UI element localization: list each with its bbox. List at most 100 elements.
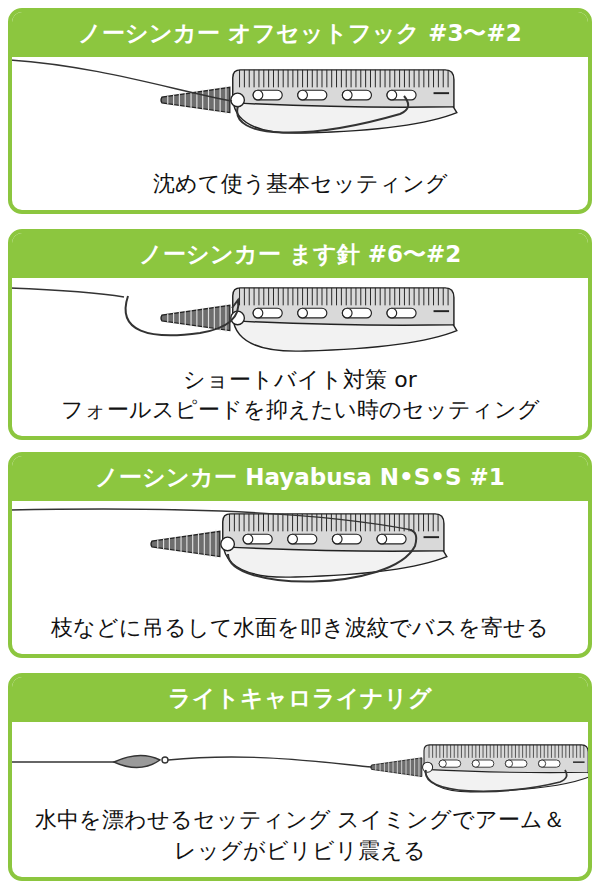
lure-rib [355,288,356,305]
lure-rib [249,288,250,305]
lure-body [233,70,454,107]
lure-rib [258,288,259,305]
lure-rib [326,288,327,305]
lure-rib [380,288,381,305]
tail-ring [215,530,216,558]
worm-lure [371,745,591,792]
lure-rib [409,70,410,87]
lure-rib [511,745,512,758]
lure-joint [472,760,479,767]
hook [426,770,567,791]
tail-ring [173,95,174,105]
lure-rib [351,288,352,305]
lure-rib [302,288,303,305]
lure-rib [292,514,293,531]
lure-rib [423,514,424,531]
tail-ring [167,96,168,104]
lure-slot [342,90,371,100]
lure-rib [508,745,509,758]
tail-ring [179,94,180,106]
lure-rib [375,288,376,305]
lure-rib [448,288,449,305]
lure-rib [515,745,516,758]
lure-rib [497,745,498,758]
lure-rib [345,514,346,531]
panel-heading: ノーシンカー オフセットフック #3〜#2 [12,12,588,57]
lure-rib [297,70,298,87]
fishing-line [10,761,114,762]
lure-rib [341,288,342,305]
lure-tail [151,531,220,556]
lure-joint [298,308,308,318]
lure-rib [244,70,245,87]
lure-rib [433,70,434,87]
lure-rib [360,514,361,531]
lure-rib [418,288,419,305]
lure-rib [317,70,318,87]
lure-joint [243,534,253,544]
lure-tail [371,758,422,777]
worm-lure [161,288,457,351]
lure-rib [394,514,395,531]
worm-lure [161,70,457,133]
lure-rib [355,70,356,87]
lure-rib [394,70,395,87]
lure-rib [249,70,250,87]
lure-rib [370,288,371,305]
tail-ring [418,757,419,778]
lure-rib [331,288,332,305]
lure-rib [394,288,395,305]
lure-rib [341,70,342,87]
lure-rib [418,514,419,531]
lure-rib [292,70,293,87]
lure-rib [443,70,444,87]
lure-rib [537,745,538,758]
lure-slot [538,760,560,767]
lure-rib [436,745,437,758]
setting-panel: ノーシンカー Hayabusa N•S•S #1枝などに吊るして水面を叩き波紋で… [8,452,592,658]
lure-rib [501,745,502,758]
tail-ring [167,314,168,322]
lure-rib [292,288,293,305]
lure-rib [312,70,313,87]
lure-rib [443,745,444,758]
lure-joint [342,308,352,318]
lure-rib [562,745,563,758]
lure-rib [414,70,415,87]
sinker [114,755,160,767]
lure-rib [490,745,491,758]
lure-rib [336,288,337,305]
lure-joint [387,308,397,318]
lure-slot [253,308,282,318]
tail-ring [175,537,176,551]
lure-rib [288,288,289,305]
lure-joint [342,90,352,100]
lure-slot [505,760,527,767]
panel-caption: 枝などに吊るして水面を叩き波紋でバスを寄せる [20,613,580,644]
lure-slot [342,308,371,318]
lure-slot [253,90,282,100]
lure-rib [254,288,255,305]
lure-rib [448,70,449,87]
setting-panel: ノーシンカー ます針 #6〜#2ショートバイト対策 or フォールスピードを抑え… [8,229,592,440]
lure-rib [253,514,254,531]
lure-rib [278,514,279,531]
tail-ring [208,307,209,329]
lure-body [424,745,588,773]
lure-slot [288,534,317,544]
lure-rib [360,288,361,305]
lure-rib [565,745,566,758]
lure-rib [429,745,430,758]
lure-rib [234,514,235,531]
tail-ring [214,88,215,112]
swivel [162,757,168,763]
lure-rib [428,288,429,305]
lure-rib [399,514,400,531]
lure-rib [573,745,574,758]
lure-rib [580,745,581,758]
lure-rib [326,514,327,531]
lure-mark [434,92,450,94]
fishing-line [10,509,412,530]
